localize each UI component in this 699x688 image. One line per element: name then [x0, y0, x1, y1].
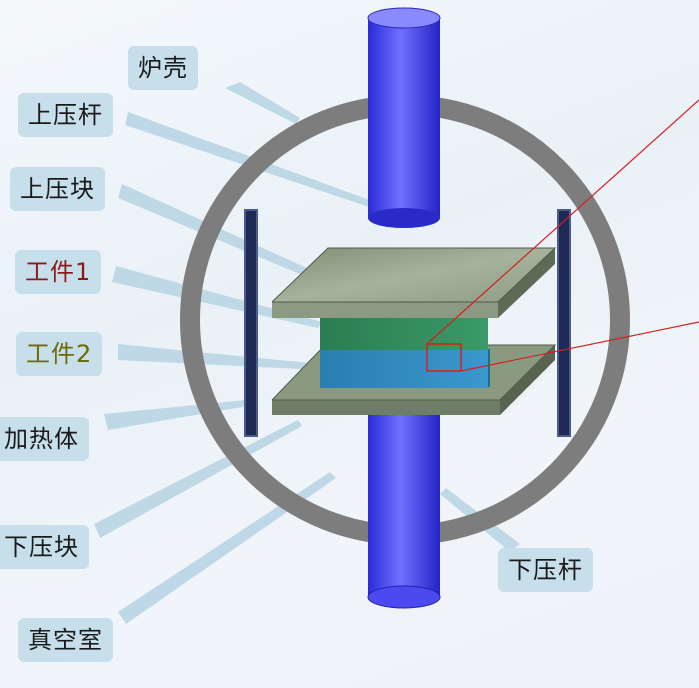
- label-heater: 加热体: [0, 417, 89, 461]
- upper-press-block: [271, 247, 557, 318]
- pointer-upper-block: [118, 184, 342, 290]
- pointer-workpiece2: [118, 344, 320, 370]
- heater-bar-left: [244, 209, 258, 437]
- callout-line-upper: [426, 99, 699, 345]
- pointer-workpiece1: [112, 266, 322, 328]
- interface-callout-box: [426, 343, 462, 372]
- label-furnace-shell: 炉壳: [128, 46, 198, 90]
- label-lower-rod: 下压杆: [498, 548, 593, 592]
- lower-rod: [367, 405, 441, 609]
- workpiece1-block: [320, 316, 488, 350]
- label-vacuum-chamber: 真空室: [18, 618, 113, 662]
- label-workpiece2: 工件2: [16, 332, 103, 376]
- upper-rod: [367, 7, 441, 228]
- heater-bar-right: [557, 209, 571, 437]
- label-upper-block: 上压块: [10, 167, 105, 211]
- label-workpiece1: 工件1: [15, 250, 102, 294]
- label-lower-block: 下压块: [0, 525, 89, 569]
- label-upper-rod: 上压杆: [18, 93, 113, 137]
- workpiece2-block: [320, 348, 490, 388]
- pointer-furnace-shell: [225, 82, 300, 124]
- pointer-lower-block: [94, 420, 302, 538]
- pointer-vacuum-chamber: [118, 472, 336, 624]
- callout-line-lower: [460, 321, 699, 372]
